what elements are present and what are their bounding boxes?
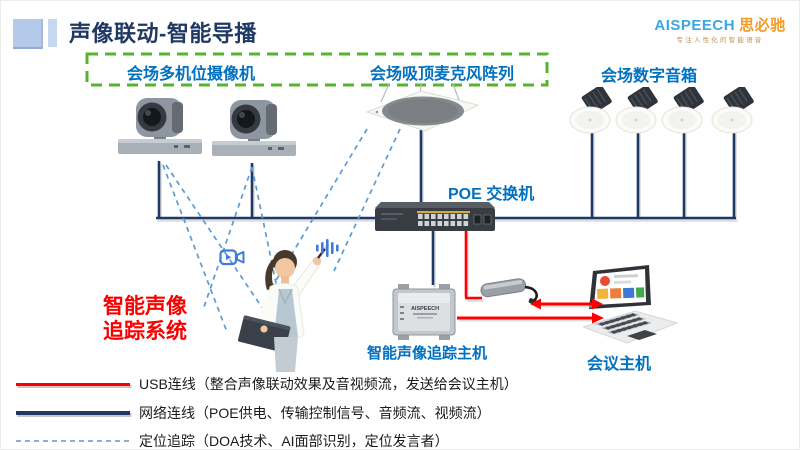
ceiling-mic-array (365, 90, 480, 132)
legend-network-label: 网络连线（POE供电、传输控制信号、音频流、视频流） (139, 405, 491, 421)
tracking-host-label: 智能声像追踪主机 (367, 345, 488, 362)
page-title: 声像联动-智能导播 (69, 21, 257, 46)
legend-row-usb: USB连线（整合声像联动效果及音视频流，发送给会议主机） (16, 375, 518, 393)
legend-usb-line (16, 382, 130, 386)
speakers-group-label: 会场数字音箱 (601, 68, 698, 85)
video-camera-icon (219, 249, 245, 266)
brand-logo-tagline: 专注人性化的智能语音 (676, 36, 764, 44)
presenter (238, 244, 330, 372)
cameras-group-label: 会场多机位摄像机 (127, 66, 256, 83)
header-accent-square (13, 19, 43, 49)
tracking-host-box: AISPEECH (392, 284, 456, 340)
legend-network-line (16, 411, 130, 415)
ceiling-speaker-4 (711, 87, 754, 134)
ptz-camera-1 (118, 98, 202, 154)
callout-line2: 追踪系统 (103, 320, 187, 344)
ceiling-speaker-3 (661, 87, 704, 134)
legend-tracking-label: 定位追踪（DOA技术、AI面部识别，定位发言者） (139, 433, 449, 449)
ceiling-speaker-2 (615, 87, 658, 134)
usb-arrow-host-to-laptop (457, 312, 604, 324)
conference-host-label: 会议主机 (587, 356, 652, 373)
poe-switch (375, 202, 495, 231)
legend-row-network: 网络连线（POE供电、传输控制信号、音频流、视频流） (16, 404, 491, 422)
callout-line1: 智能声像 (103, 295, 187, 318)
tracking-system-callout: 智能声像 追踪系统 (97, 294, 193, 344)
ptz-camera-2 (212, 100, 296, 156)
brand-logo-name: AISPEECH (654, 17, 736, 34)
header-accent-bar (48, 19, 57, 47)
ceiling-speaker-1 (569, 87, 612, 134)
mic-array-group-label: 会场吸顶麦克风阵列 (370, 66, 515, 83)
usb-dongle (480, 278, 538, 305)
legend-row-tracking: 定位追踪（DOA技术、AI面部识别，定位发言者） (16, 432, 449, 449)
tracking-host-brand-text: AISPEECH (411, 306, 439, 312)
laptop (583, 265, 679, 344)
legend-tracking-line (16, 440, 130, 442)
legend-usb-label: USB连线（整合声像联动效果及音视频流，发送给会议主机） (139, 376, 518, 392)
brand-logo-cn: 思必驰 (739, 17, 786, 34)
poe-switch-label: POE 交换机 (448, 186, 535, 203)
sound-wave-icon (316, 239, 339, 257)
